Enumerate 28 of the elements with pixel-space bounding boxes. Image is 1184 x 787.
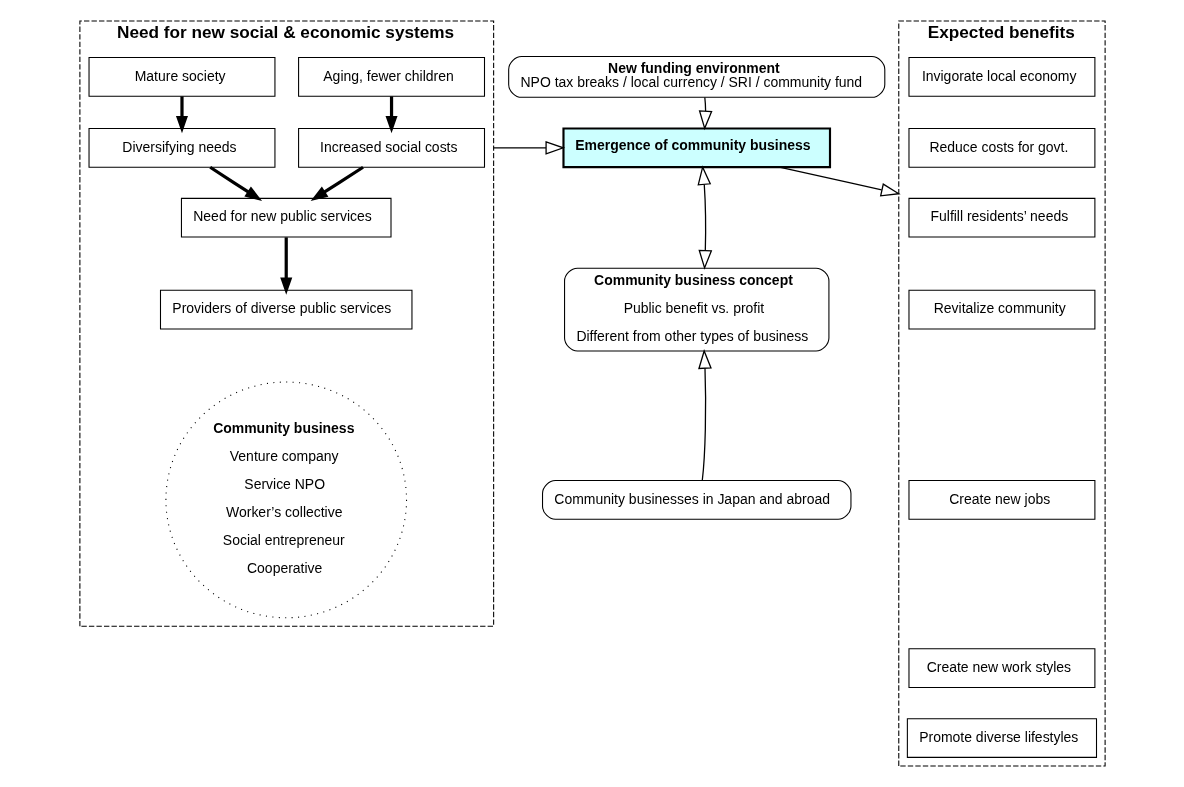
- node-box: Community businesses in Japan and abroad: [541, 480, 851, 520]
- node-box: Aging, fewer children: [297, 57, 485, 97]
- node-box: Promote diverse lifestyles: [906, 718, 1097, 758]
- node-box: Increased social costs: [297, 127, 485, 168]
- node-box: Create new work styles: [907, 648, 1095, 689]
- node-box: Revitalize community: [907, 289, 1095, 330]
- node-box: New funding environment NPO tax breaks / local currency / SRI / community fund: [507, 55, 885, 98]
- node-box: Emergence of community business: [561, 127, 831, 169]
- node-box: Fulfill residents’ needs: [907, 197, 1095, 238]
- arrow: [492, 140, 565, 155]
- arrow: [310, 165, 364, 201]
- arrow: [697, 349, 712, 481]
- node-box: Mature society: [88, 57, 275, 97]
- node-box: Community business concept Public benefit vs. profit Different from other types of business: [563, 267, 829, 352]
- arrow: [778, 166, 901, 197]
- node-box: Invigorate local economy: [907, 57, 1095, 97]
- arrow: [208, 165, 262, 201]
- node-box: Providers of diverse public services: [159, 289, 412, 330]
- arrow: [385, 96, 398, 134]
- node-circle: Community business Venture company Service NPO Worker’s collective Social entrepreneur Cooperative: [164, 381, 407, 619]
- node-box: Diversifying needs: [88, 127, 275, 168]
- arrow: [696, 165, 712, 270]
- arrow: [698, 96, 713, 131]
- node-box: Create new jobs: [907, 480, 1095, 520]
- node-box: Reduce costs for govt.: [907, 127, 1095, 168]
- arrow: [175, 96, 188, 134]
- arrow: [279, 237, 292, 295]
- node-box: Need for new public services: [180, 197, 392, 238]
